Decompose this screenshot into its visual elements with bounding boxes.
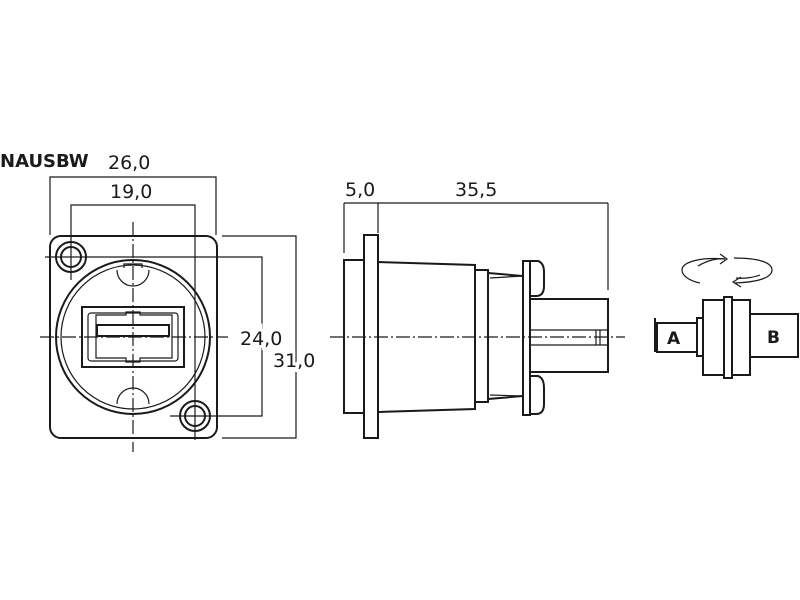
model-title: NAUSBW: [0, 151, 89, 172]
screw-head-top: [530, 260, 545, 297]
side-b-plug: [749, 313, 799, 358]
dimension-flange: 5,0: [343, 179, 379, 253]
svg-text:24,0: 24,0: [240, 328, 282, 350]
body: [377, 260, 476, 414]
side-a-label: A: [667, 329, 681, 349]
rear-plate: [522, 260, 531, 416]
svg-text:35,5: 35,5: [455, 179, 497, 201]
svg-text:31,0: 31,0: [273, 350, 315, 372]
side-b-label: B: [767, 328, 780, 348]
dimension-height-outer: 31,0: [222, 235, 318, 439]
rotate-arrows-icon: [681, 253, 773, 288]
screw-head-bottom: [530, 375, 545, 415]
dimension-height-inner: 24,0: [45, 256, 285, 417]
svg-text:26,0: 26,0: [108, 152, 150, 174]
rear-shaft: [529, 298, 609, 373]
front-view: 26,0 19,0: [40, 152, 318, 452]
latch-top: [116, 269, 150, 287]
svg-text:5,0: 5,0: [345, 179, 375, 201]
side-view: 5,0 35,5: [330, 179, 625, 439]
svg-text:19,0: 19,0: [110, 181, 152, 203]
housing-ring: [55, 259, 211, 415]
reversible-adapter: A B: [654, 253, 799, 379]
dimension-width-outer: 26,0: [49, 152, 217, 235]
dimension-depth: 35,5: [344, 179, 609, 290]
